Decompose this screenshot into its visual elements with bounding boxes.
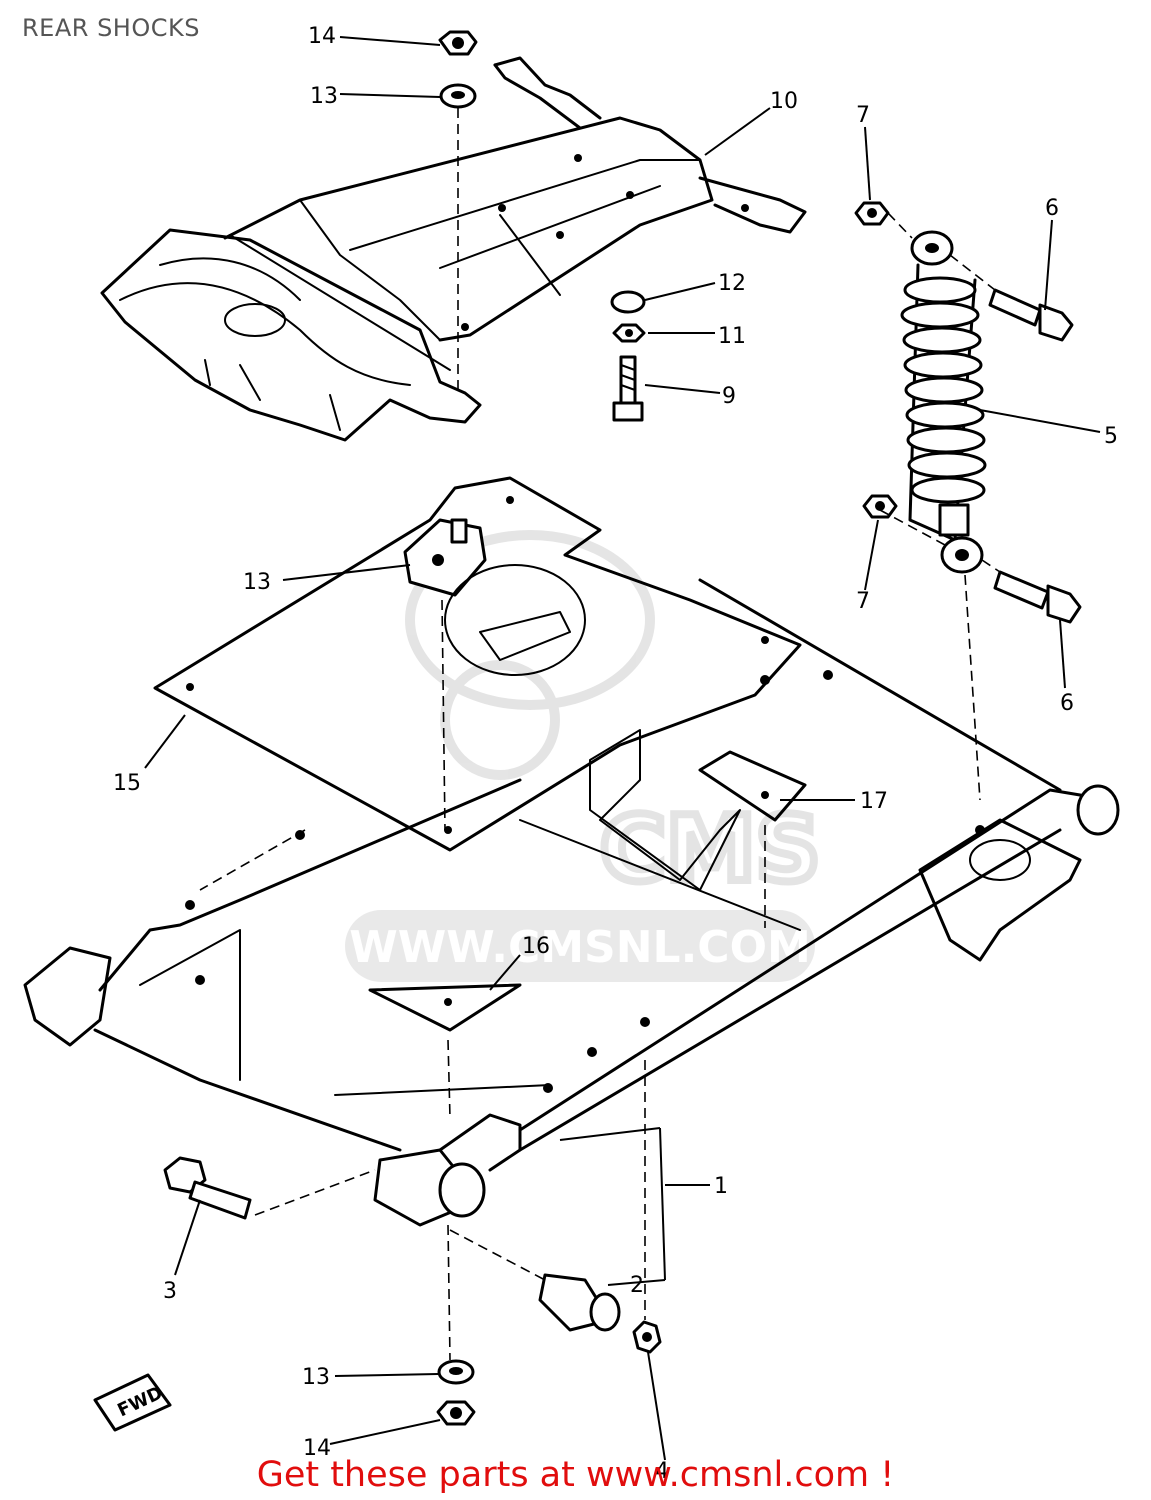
callout-17: 17 — [860, 789, 888, 814]
callout-6-lower: 6 — [1060, 691, 1074, 716]
part-16-plate — [368, 983, 522, 1032]
part-5-shock-absorber — [900, 230, 987, 574]
part-12-bracket — [403, 518, 487, 597]
part-14-nut-top — [438, 30, 478, 56]
part-2-bushing — [538, 1273, 621, 1332]
part-15-plate — [153, 476, 802, 852]
callout-8: 10 — [770, 89, 798, 114]
callout-4: 4 — [655, 1459, 669, 1484]
leader-lines — [144, 36, 1101, 1461]
watermark: CMS WWW.CMSNL.COM — [345, 530, 824, 982]
callout-7-upper: 7 — [856, 103, 870, 128]
part-6-bolt-lower — [993, 570, 1082, 624]
callout-1: 1 — [714, 1174, 728, 1199]
callout-16: 16 — [522, 934, 550, 959]
part-14-nut-bottom — [436, 1400, 476, 1426]
watermark-mascot — [405, 530, 655, 710]
part-9-bolt — [612, 355, 644, 422]
callout-7-lower: 7 — [856, 589, 870, 614]
page-title: REAR SHOCKS — [22, 14, 200, 42]
part-11-washer — [610, 290, 646, 314]
callout-2: 2 — [630, 1273, 644, 1298]
part-4-nut — [632, 1320, 662, 1354]
part-6-bolt-upper — [988, 288, 1074, 342]
part-7-nut-upper — [854, 201, 890, 226]
callout-12: 13 — [243, 570, 271, 595]
callout-11: 12 — [718, 271, 746, 296]
callout-10: 11 — [718, 324, 746, 349]
part-8-frame-bracket — [100, 56, 807, 442]
assembly-lines — [199, 108, 1001, 1361]
callout-13-bottom: 13 — [302, 1365, 330, 1390]
part-10-nut — [612, 323, 646, 343]
watermark-logo: CMS — [600, 797, 820, 902]
callout-labels: 14 13 10 7 6 12 11 9 5 13 7 6 15 17 16 1… — [113, 24, 1118, 1484]
callout-14-bottom: 14 — [303, 1436, 331, 1461]
part-3-pivot-bolt — [163, 1156, 252, 1220]
callout-5: 5 — [1104, 424, 1118, 449]
callout-9: 9 — [722, 384, 736, 409]
part-13-washer-bottom — [437, 1359, 475, 1385]
callout-13-top: 13 — [310, 84, 338, 109]
part-13-washer-top — [439, 83, 477, 109]
footer-cta-link[interactable]: Get these parts at www.cmsnl.com ! — [256, 1455, 895, 1495]
callout-14-top: 14 — [308, 24, 336, 49]
callout-6-upper: 6 — [1045, 196, 1059, 221]
watermark-url: WWW.CMSNL.COM — [349, 922, 811, 973]
callout-3: 3 — [163, 1279, 177, 1304]
fwd-arrow-icon: FWD — [93, 1373, 172, 1432]
part-17-plate — [698, 750, 807, 822]
callout-15: 15 — [113, 771, 141, 796]
part-7-nut-lower — [862, 494, 898, 519]
part-1-swing-arm — [23, 578, 1120, 1227]
